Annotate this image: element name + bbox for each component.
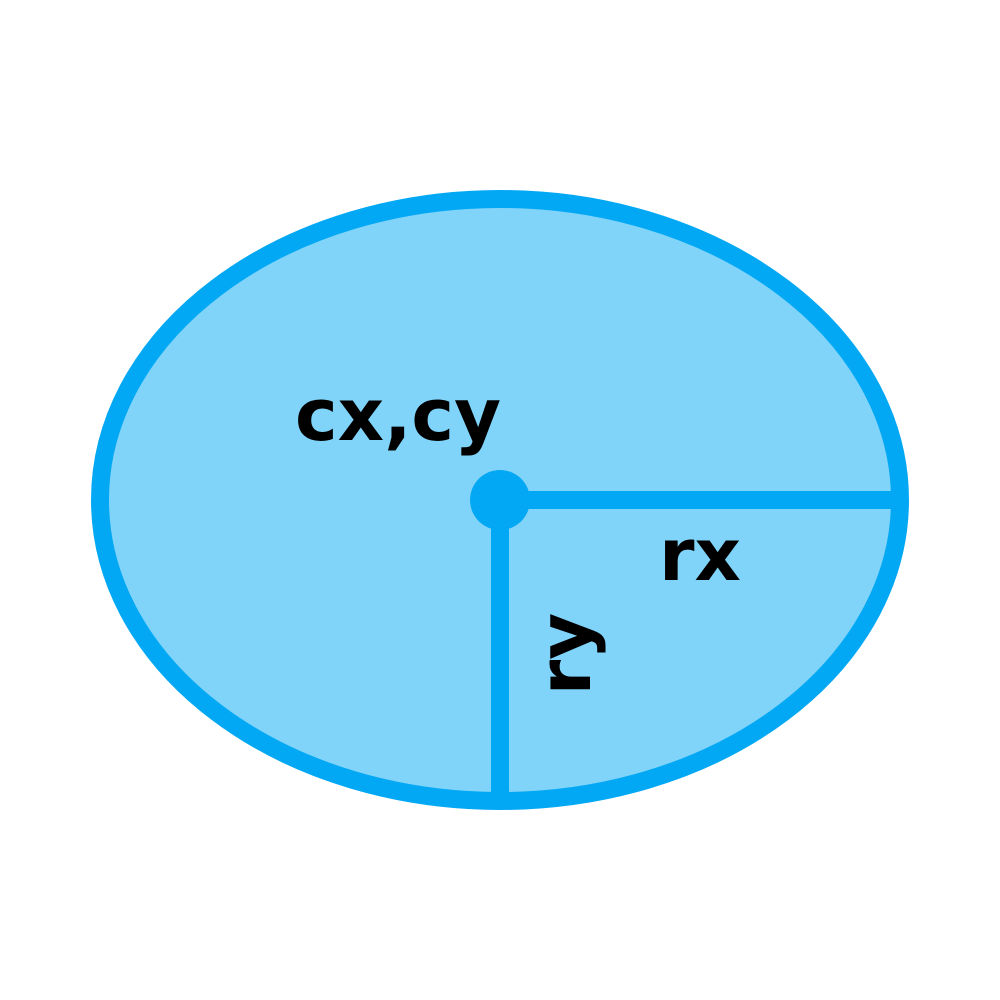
center-label: cx,cy: [295, 373, 501, 457]
radius-x-label: rx: [659, 513, 741, 597]
radius-y-label: ry: [523, 613, 607, 695]
center-point: [470, 470, 530, 530]
